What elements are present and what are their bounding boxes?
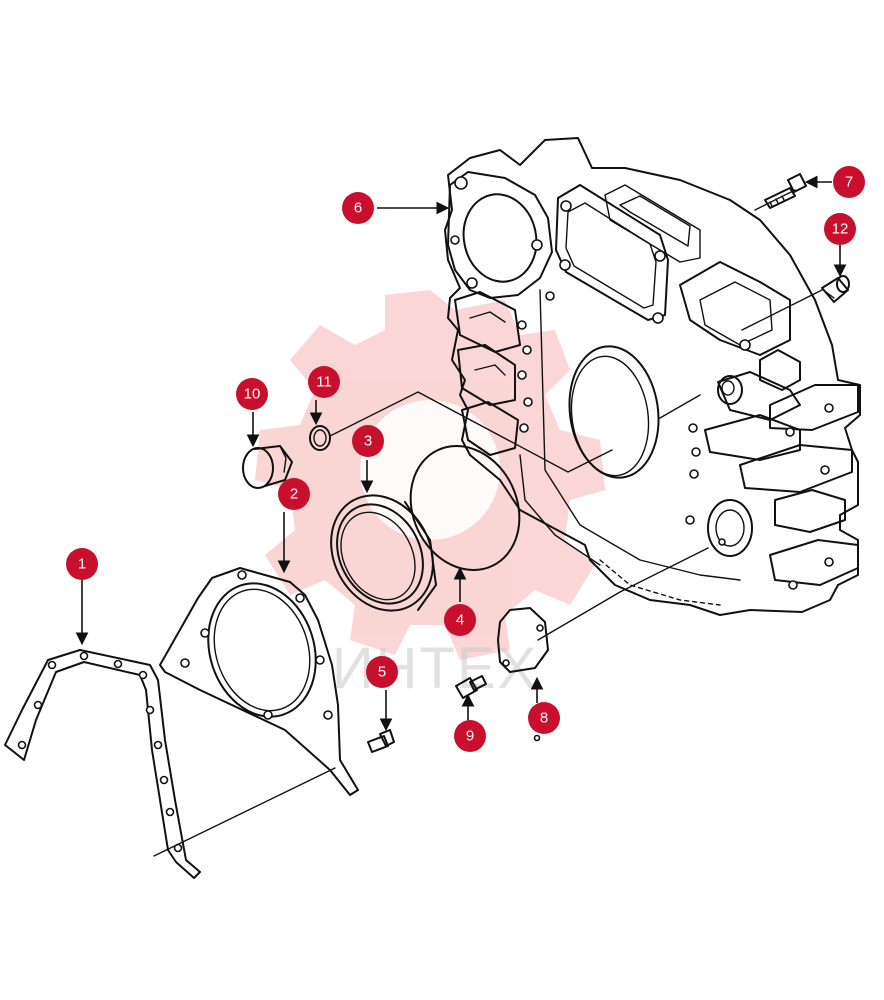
- callout-7[interactable]: 7: [833, 166, 865, 198]
- centerline-upper: [329, 391, 613, 473]
- callout-11-label: 11: [316, 374, 332, 391]
- flywheel-housing: [444, 137, 861, 616]
- callout-10-label: 10: [244, 386, 261, 403]
- plug-12-leader-line: [741, 289, 823, 331]
- bolt-9: [455, 675, 487, 699]
- cap-plug-10: [242, 445, 293, 489]
- callout-12-badge: [824, 213, 856, 245]
- callout-5-badge: [366, 656, 398, 688]
- callout-9[interactable]: 9: [454, 720, 486, 752]
- callout-12[interactable]: 12: [824, 213, 856, 245]
- watermark: [255, 290, 605, 660]
- callout-3[interactable]: 3: [352, 425, 384, 457]
- callout-8[interactable]: 8: [528, 702, 560, 734]
- callout-4-label: 4: [456, 612, 464, 629]
- callout-8-badge: [528, 702, 560, 734]
- leader-arrows: [75, 175, 847, 732]
- callout-11-badge: [308, 366, 340, 398]
- callout-4[interactable]: 4: [444, 604, 476, 636]
- callouts: 1 2 3 4 5 6 7 8 9 10 11 12: [66, 166, 865, 752]
- callout-9-badge: [454, 720, 486, 752]
- callout-6[interactable]: 6: [342, 192, 374, 224]
- rear-seal-housing-2: [159, 567, 359, 796]
- callout-3-badge: [352, 425, 384, 457]
- watermark-gear-icon: [255, 290, 605, 660]
- callout-3-label: 3: [364, 433, 372, 450]
- callout-6-badge: [342, 192, 374, 224]
- callout-2[interactable]: 2: [278, 478, 310, 510]
- centerline-lower-left: [153, 767, 336, 857]
- callout-10-badge: [236, 378, 268, 410]
- callout-8-label: 8: [540, 710, 548, 727]
- centerline-upper-right: [659, 394, 701, 419]
- callout-7-label: 7: [845, 174, 853, 191]
- callout-12-label: 12: [832, 221, 849, 238]
- cover-plate-8: [497, 607, 549, 742]
- callout-4-badge: [444, 604, 476, 636]
- bolt-7: [764, 173, 807, 209]
- callout-2-label: 2: [290, 486, 298, 503]
- bolt-7-leader-line: [754, 189, 796, 211]
- gasket-1: [4, 649, 201, 879]
- callout-1[interactable]: 1: [66, 548, 98, 580]
- gasket-ring-4: [409, 444, 521, 572]
- callout-1-label: 1: [78, 556, 86, 573]
- callout-5[interactable]: 5: [366, 656, 398, 688]
- callout-6-label: 6: [354, 200, 362, 217]
- plug-12: [821, 275, 850, 303]
- bolt-5: [367, 729, 395, 753]
- callout-11[interactable]: 11: [308, 366, 340, 398]
- callout-9-label: 9: [466, 728, 474, 745]
- callout-2-badge: [278, 478, 310, 510]
- callout-10[interactable]: 10: [236, 378, 268, 410]
- centerline-lower: [537, 547, 709, 641]
- oil-seal-3: [330, 494, 437, 612]
- o-ring-11: [309, 425, 331, 451]
- callout-5-label: 5: [378, 664, 386, 681]
- watermark-text: ИНТЕХ: [332, 636, 538, 701]
- callout-1-badge: [66, 548, 98, 580]
- callout-7-badge: [833, 166, 865, 198]
